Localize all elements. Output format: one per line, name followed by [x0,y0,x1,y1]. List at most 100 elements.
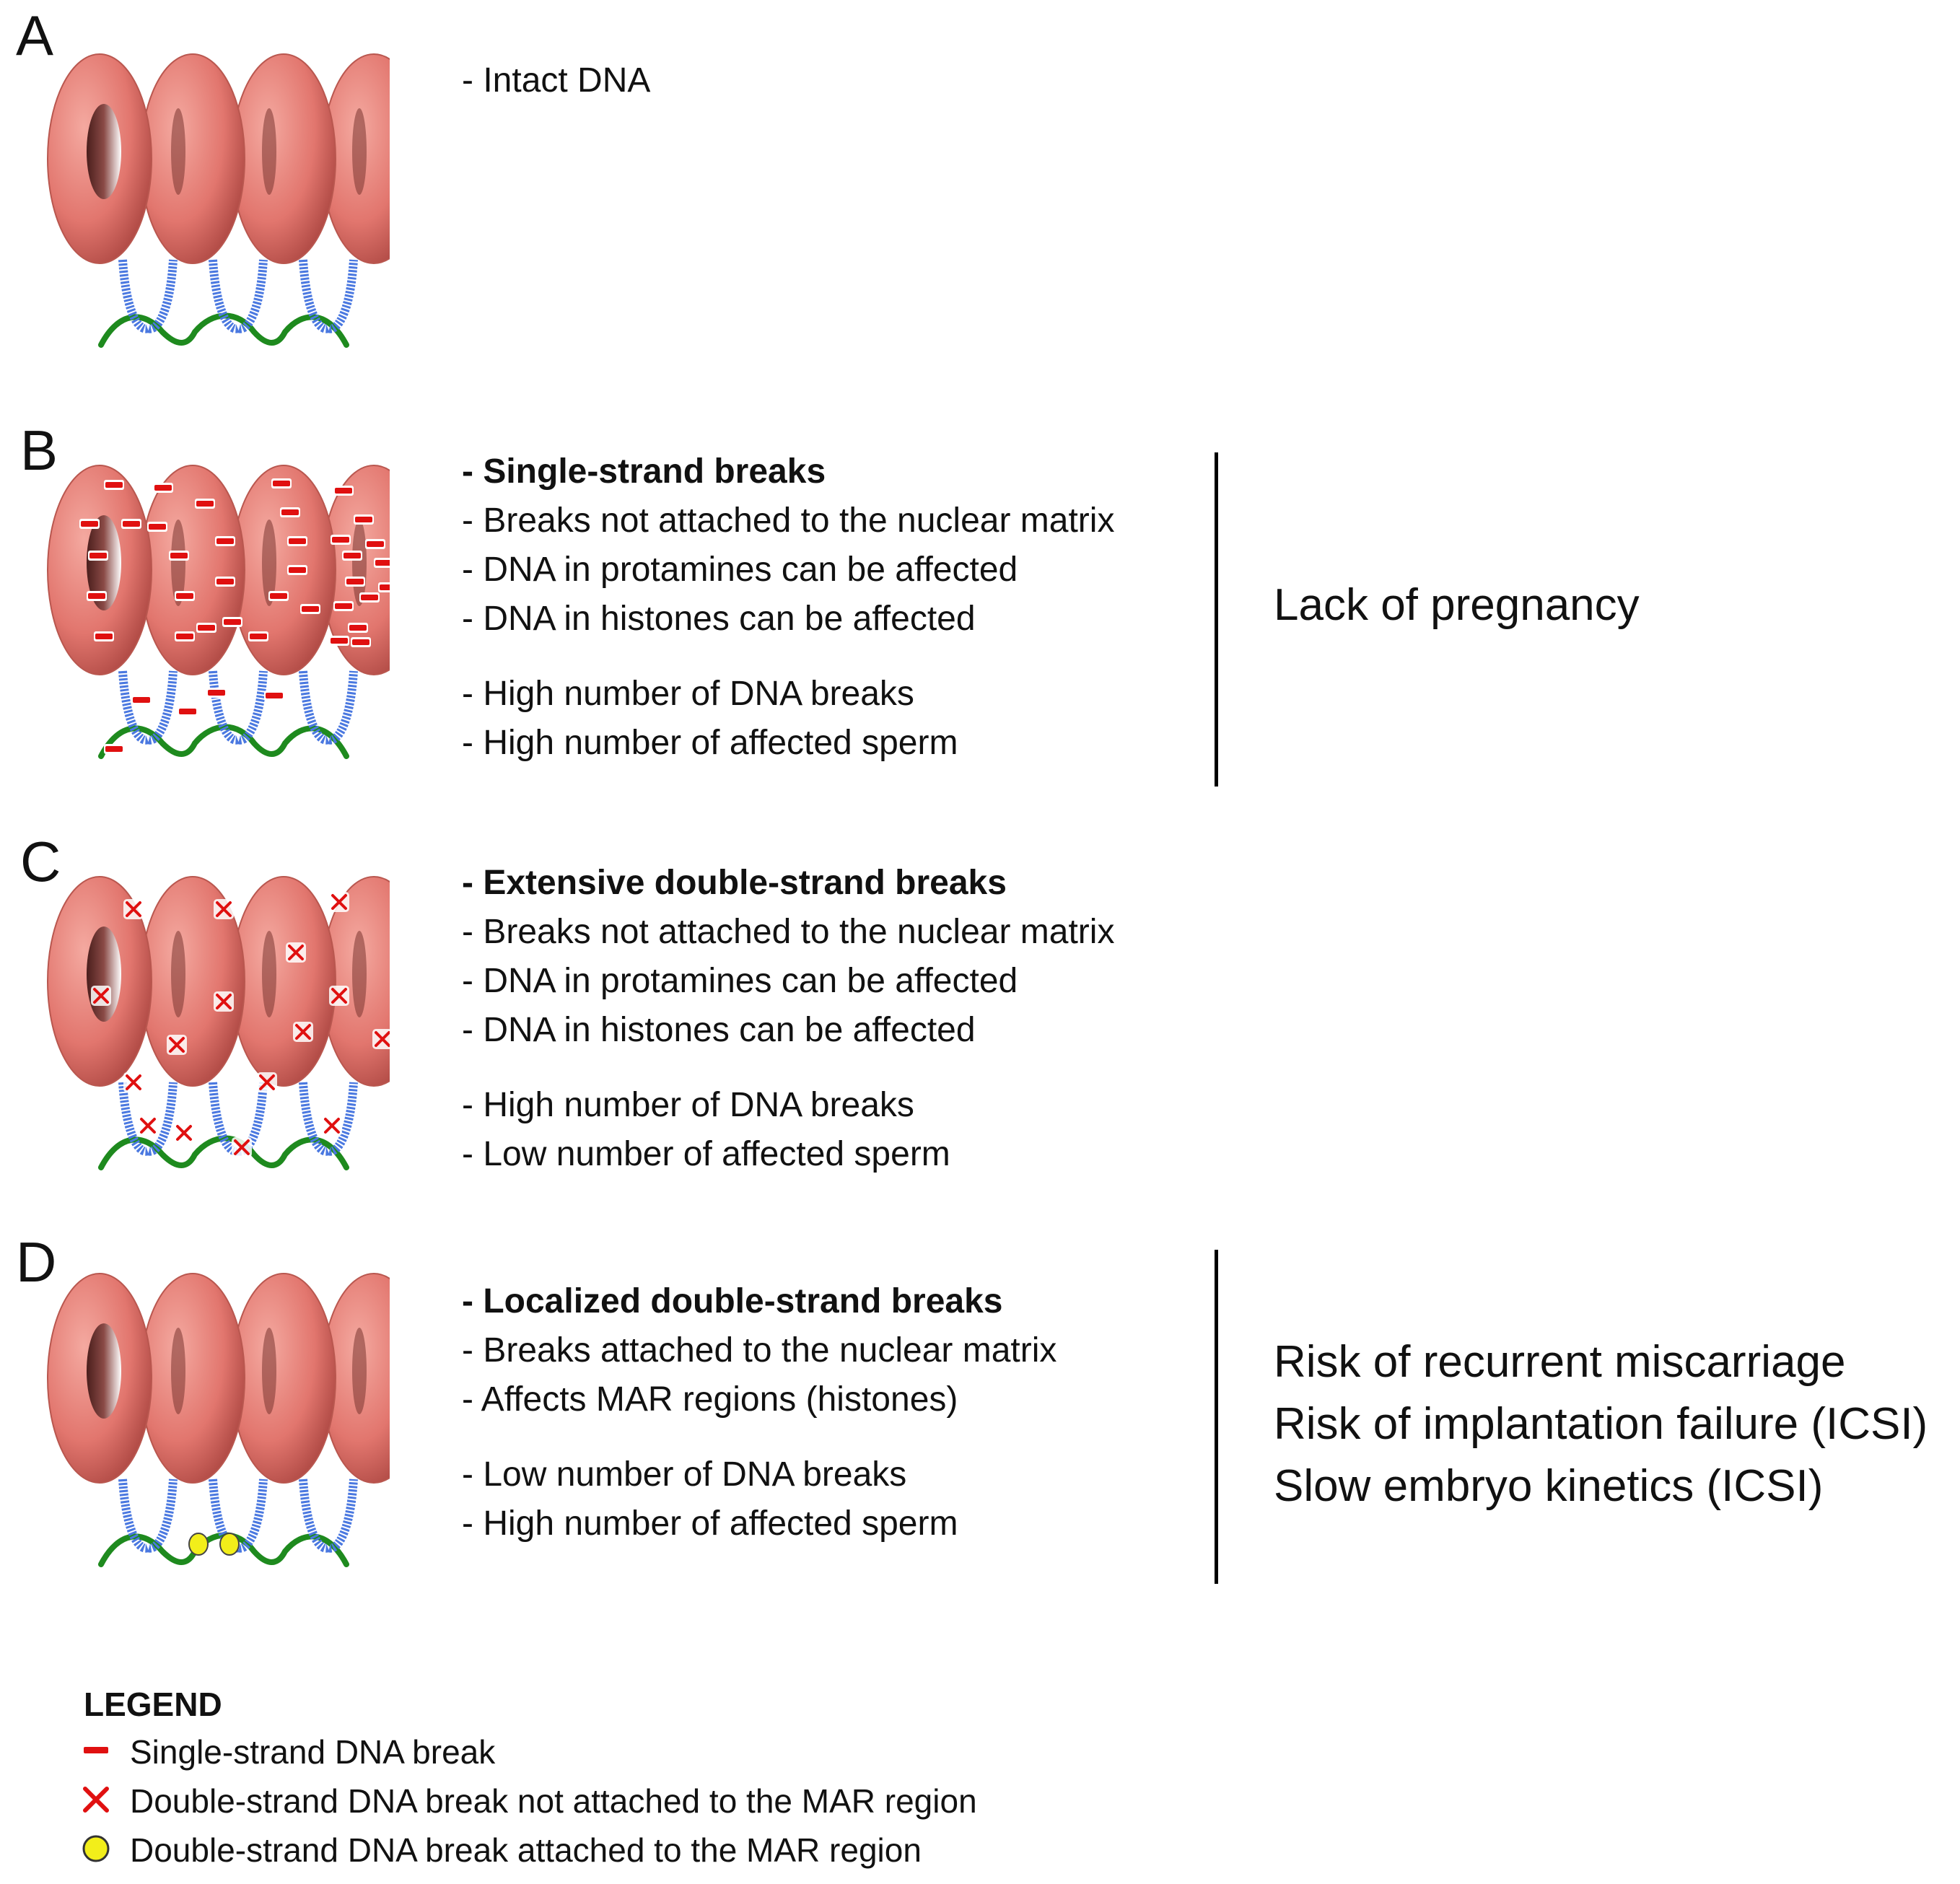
dna-linker-loop [299,1082,358,1156]
double-strand-break-mark [234,1139,250,1155]
description-line: - Breaks not attached to the nuclear mat… [462,501,1115,540]
chromatin-toroid [231,1273,336,1484]
toroid-hole-shadow [352,108,367,195]
single-strand-break-mark [331,638,348,644]
single-strand-break-mark [266,693,283,698]
dna-linker-loop [209,259,268,333]
toroid-hole-shadow [262,108,276,195]
double-strand-break-mark [331,988,347,1004]
double-strand-break-mark [324,1118,340,1134]
outcome-separator-b [1215,452,1218,787]
double-strand-break-mark [93,988,109,1004]
single-strand-break-mark [170,553,188,558]
description-line: - DNA in histones can be affected [462,1011,976,1049]
yellow-circle-icon [82,1835,110,1862]
panel-a-description: - Intact DNA [462,63,1184,107]
outcome-b: Lack of pregnancy [1274,583,1923,641]
chromatin-toroid [231,876,336,1087]
double-strand-break-mark [140,1118,156,1134]
single-strand-break-mark [123,521,140,527]
single-strand-break-mark [273,481,290,486]
chromatin-illustration-c [47,876,390,1170]
panel-letter-a: A [16,4,54,67]
single-strand-break-mark [133,697,150,703]
single-strand-break-mark [224,619,241,625]
single-strand-break-icon [84,1747,108,1753]
description-line: - Breaks not attached to the nuclear mat… [462,913,1115,951]
chromatin-toroid [140,465,245,675]
legend-label: Double-strand DNA break not attached to … [130,1782,977,1820]
single-strand-break-mark [88,593,105,599]
legend-label: Double-strand DNA break attached to the … [130,1831,922,1869]
outcome-d: Risk of recurrent miscarriage Risk of im… [1274,1340,1952,1528]
legend-title: LEGEND [84,1686,222,1723]
toroid-hole-shadow [262,1328,276,1414]
chromatin-illustration-d [47,1273,390,1567]
single-strand-break-mark [176,634,193,639]
single-strand-break-mark [216,579,234,584]
double-strand-break-cross-icon [83,1787,109,1813]
toroid-hole-shadow [262,931,276,1017]
double-strand-break-mark [126,1074,141,1090]
single-strand-break-mark [346,579,364,584]
single-strand-break-mark [176,593,193,599]
single-strand-break-mark [289,538,306,544]
outcome-line: Risk of implantation failure (ICSI) [1274,1399,1928,1449]
panel-b-description: - Single-strand breaks - Breaks not atta… [462,455,1220,772]
description-line: - DNA in protamines can be affected [462,962,1018,1000]
toroid-hole-shadow [262,520,276,606]
double-strand-break-mark [126,901,141,917]
legend: LEGEND Single-strand DNA break Double-st… [78,1685,1160,1880]
single-strand-break-mark [270,593,287,599]
single-strand-break-mark [332,537,349,543]
toroid-hole-shadow [171,108,185,195]
single-strand-break-mark [95,634,113,639]
description-line: - DNA in histones can be affected [462,600,976,638]
single-strand-break-mark [302,606,319,612]
dna-linker-loop [118,670,178,745]
single-strand-break-mark [89,553,107,558]
chromatin-toroid [140,1273,245,1484]
single-strand-break-mark [198,625,215,631]
panel-c-description: - Extensive double-strand breaks - Break… [462,866,1220,1183]
legend-item-double-strand-not-mar: Double-strand DNA break not attached to … [78,1777,1160,1821]
chromatin-toroid [231,53,336,264]
single-strand-break-mark [196,501,214,507]
double-strand-break-mark [375,1031,390,1047]
toroid-hole [87,515,121,610]
double-strand-break-mark [216,901,232,917]
toroid-hole [87,1323,121,1419]
single-strand-break-mark [289,567,306,573]
mar-break-marker [188,1533,209,1556]
description-line: - High number of affected sperm [462,1504,958,1543]
single-strand-break-mark [355,517,372,522]
toroid-hole [87,926,121,1022]
single-strand-break-mark [335,488,352,494]
description-line: - Low number of DNA breaks [462,1455,907,1494]
description-line: - Affects MAR regions (histones) [462,1380,958,1419]
dna-linker-loop [299,259,358,333]
single-strand-break-mark [344,553,361,558]
double-strand-break-mark [216,994,232,1009]
legend-item-single-strand: Single-strand DNA break [78,1728,1160,1771]
single-strand-break-mark [367,541,384,547]
dna-linker-loop [209,670,268,745]
description-line: - High number of affected sperm [462,724,958,762]
outcome-line: Risk of recurrent miscarriage [1274,1337,1846,1387]
toroid-hole-shadow [171,1328,185,1414]
description-line: - High number of DNA breaks [462,675,914,713]
dna-linker-loop [209,1082,268,1156]
mar-break-marker [219,1533,240,1556]
dna-linker-loop [299,1478,358,1553]
single-strand-break-mark [361,595,378,600]
description-heading: - Extensive double-strand breaks [462,864,1007,902]
outcome-line: Slow embryo kinetics (ICSI) [1274,1461,1824,1511]
single-strand-break-mark [281,509,299,515]
single-strand-break-mark [179,709,196,714]
panel-letter-d: D [16,1230,57,1294]
single-strand-break-mark [208,690,225,696]
single-strand-break-mark [380,584,390,590]
single-strand-break-mark [335,603,352,609]
description-line: - Breaks attached to the nuclear matrix [462,1331,1057,1370]
single-strand-break-mark [81,521,98,527]
